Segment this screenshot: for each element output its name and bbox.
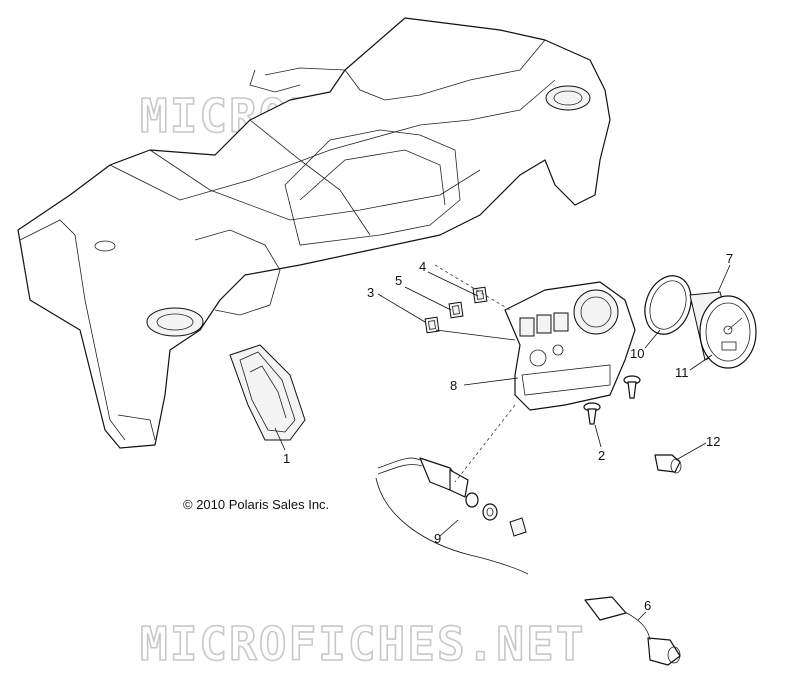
part-8-instrument-bezel bbox=[504, 281, 636, 411]
callout-2: 2 bbox=[598, 448, 605, 463]
part-2-rivet-b bbox=[583, 402, 601, 425]
part-5-switch bbox=[448, 301, 464, 319]
leader-3b bbox=[435, 329, 516, 341]
leader-3 bbox=[377, 293, 426, 323]
callout-8: 8 bbox=[450, 378, 457, 393]
callout-5: 5 bbox=[395, 273, 402, 288]
leader-6 bbox=[637, 611, 647, 621]
callout-4: 4 bbox=[419, 259, 426, 274]
part-3-switch bbox=[424, 316, 440, 334]
assembly-line-power bbox=[454, 404, 516, 483]
leader-2 bbox=[594, 424, 602, 448]
leader-7 bbox=[717, 264, 731, 293]
part-2-rivet-a bbox=[623, 375, 641, 399]
callout-9: 9 bbox=[434, 531, 441, 546]
copyright-text: © 2010 Polaris Sales Inc. bbox=[183, 497, 329, 512]
callout-12: 12 bbox=[706, 434, 720, 449]
part-10-gauge-ring bbox=[644, 275, 692, 335]
callout-1: 1 bbox=[283, 451, 290, 466]
leader-11 bbox=[689, 354, 713, 371]
leader-12 bbox=[675, 442, 707, 461]
part-6-socket bbox=[584, 596, 681, 666]
part-12-socket bbox=[654, 454, 682, 474]
leader-1 bbox=[274, 427, 286, 451]
leader-4 bbox=[427, 271, 479, 297]
part-1-grab-handle bbox=[229, 344, 306, 441]
dashboard-shell bbox=[17, 17, 611, 449]
part-9-power-point bbox=[375, 457, 529, 575]
assembly-line-bezel bbox=[434, 264, 511, 311]
callout-7: 7 bbox=[726, 251, 733, 266]
cupholder-right bbox=[545, 85, 591, 111]
part-11-gauge bbox=[689, 291, 757, 369]
callout-10: 10 bbox=[630, 346, 644, 361]
callout-6: 6 bbox=[644, 598, 651, 613]
callout-3: 3 bbox=[367, 285, 374, 300]
cupholder-left bbox=[146, 307, 204, 337]
leader-9 bbox=[439, 519, 459, 537]
leader-8 bbox=[463, 377, 519, 386]
watermark-bottom: MICROFICHES.NET bbox=[140, 617, 585, 671]
part-4-switch bbox=[472, 286, 488, 304]
callout-11: 11 bbox=[675, 365, 689, 380]
leader-5 bbox=[404, 286, 452, 311]
leader-10 bbox=[644, 329, 661, 349]
